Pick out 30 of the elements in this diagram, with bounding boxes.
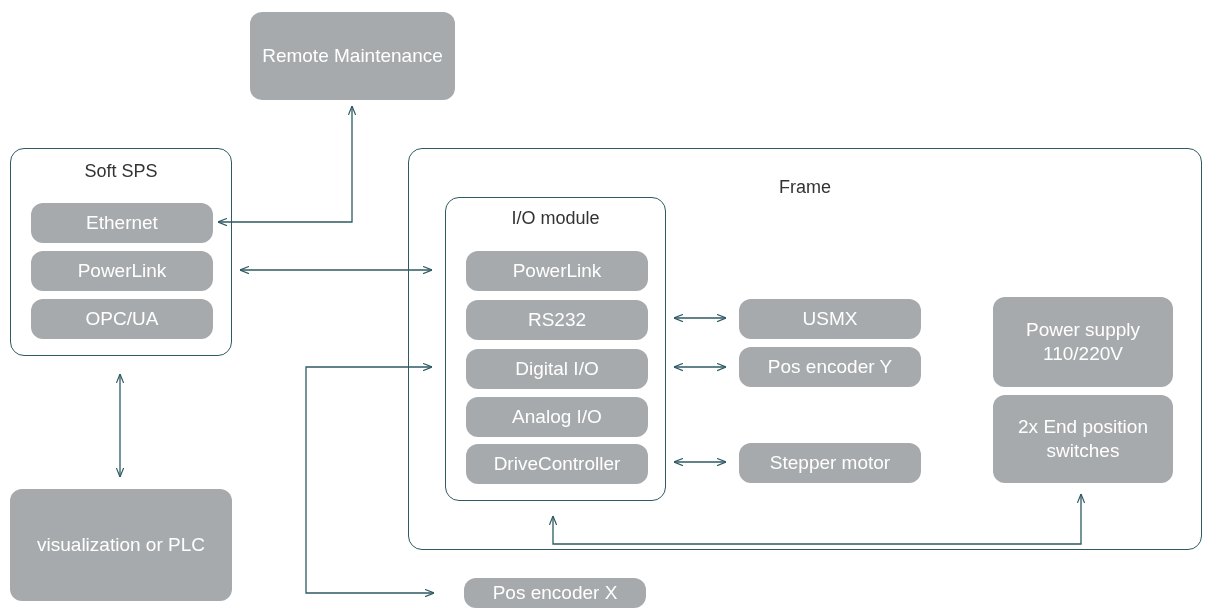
component-box: Digital I/O — [466, 349, 648, 389]
connector-arrow — [239, 265, 433, 275]
component-box: OPC/UA — [31, 299, 213, 339]
component-box: Power supply 110/220V — [993, 297, 1173, 387]
component-box: 2x End position switches — [993, 395, 1173, 483]
component-box: PowerLink — [466, 251, 648, 291]
component-box: Analog I/O — [466, 397, 648, 437]
component-box: Remote Maintenance — [250, 12, 455, 100]
component-box: Ethernet — [31, 203, 213, 243]
component-box: Pos encoder Y — [739, 347, 921, 387]
container-title: Frame — [779, 177, 831, 197]
component-box: Stepper motor — [739, 443, 921, 483]
container-title: I/O module — [511, 208, 600, 228]
component-box: visualization or PLC — [10, 489, 232, 601]
component-box: PowerLink — [31, 251, 213, 291]
connector-arrow — [305, 362, 435, 598]
connector-arrow — [217, 105, 357, 227]
container-frame — [445, 197, 666, 501]
connector-arrow — [673, 457, 727, 467]
container-title: Soft SPS — [84, 161, 158, 181]
connector-arrow — [673, 362, 727, 372]
component-box: Pos encoder X — [464, 578, 646, 608]
component-box: DriveController — [466, 444, 648, 484]
connector-arrow — [673, 313, 727, 323]
container-frame — [408, 148, 1202, 550]
component-box: RS232 — [466, 300, 648, 340]
connector-arrow — [115, 373, 125, 478]
component-box: USMX — [739, 299, 921, 339]
container-frame — [10, 148, 232, 356]
connector-arrow — [548, 493, 1086, 545]
